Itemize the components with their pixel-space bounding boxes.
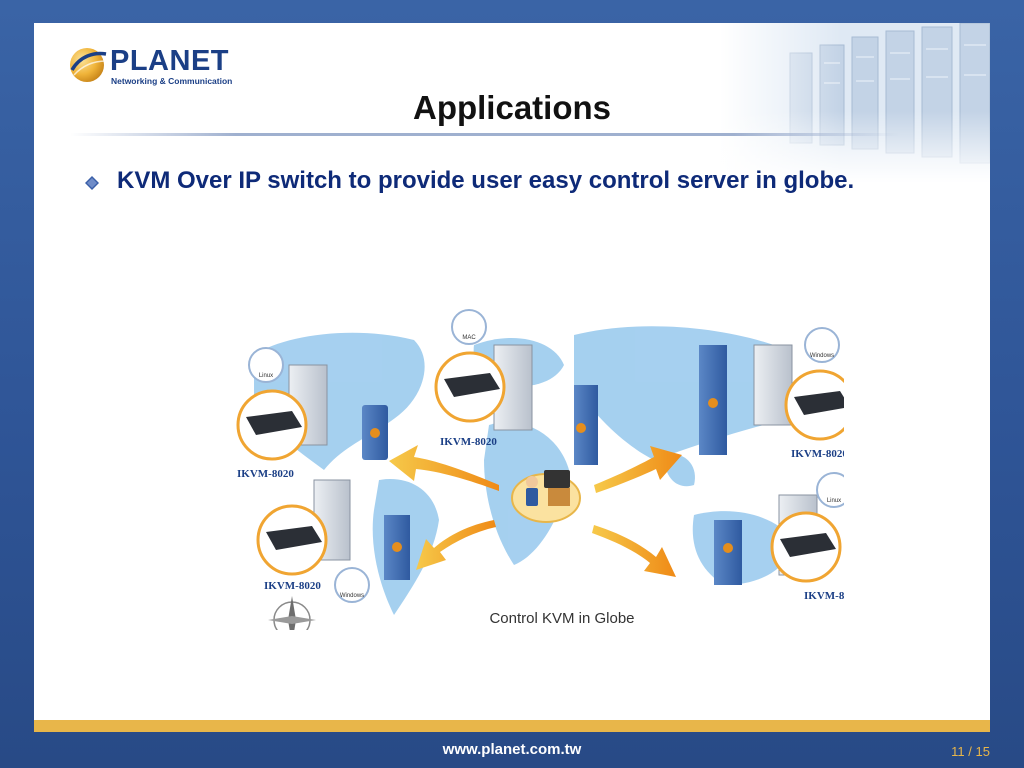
kvm-switch-devices <box>246 373 844 557</box>
title-divider <box>70 133 900 136</box>
device-label: IKVM-8020 <box>440 436 497 448</box>
page-number: 11 / 15 <box>951 744 990 759</box>
device-label: IKVM-8020 <box>237 468 294 480</box>
page-total: 15 <box>975 744 990 759</box>
footer-accent-bar <box>34 720 990 732</box>
logo-subtitle: Networking & Communication <box>111 76 233 86</box>
kvm-globe-diagram: IKVM-8020 IKVM-8020 IKVM-8020 IKVM-8020 … <box>236 309 844 630</box>
footer-url: www.planet.com.tw <box>442 741 582 758</box>
planet-globe-icon <box>70 48 107 82</box>
windows-os-label: Windows <box>810 353 834 359</box>
planet-logo: PLANET Networking & Communication <box>68 43 232 87</box>
page-separator: / <box>968 744 972 759</box>
operator-workstation-icon <box>511 470 581 523</box>
logo-wordmark: PLANET <box>110 45 229 77</box>
compass-rose-icon <box>268 596 316 630</box>
slide-title: Applications <box>412 89 612 126</box>
windows-os-label: Windows <box>340 593 364 599</box>
device-label: IKVM-8020 <box>264 580 321 592</box>
linux-os-label: Linux <box>827 498 841 504</box>
device-label: IKVM-8020 <box>791 448 844 460</box>
page-current: 11 <box>951 744 965 759</box>
bullet-item: KVM Over IP switch to provide user easy … <box>117 167 855 194</box>
diagram-caption: Control KVM in Globe <box>489 610 634 627</box>
diamond-bullet-icon <box>85 176 99 190</box>
server-room-image <box>720 23 990 183</box>
slide: PLANET Networking & Communication Applic… <box>34 23 990 720</box>
linux-os-label: Linux <box>259 373 273 379</box>
mac-os-label: MAC <box>462 335 476 341</box>
os-badges <box>248 309 844 603</box>
direction-arrows <box>389 445 682 577</box>
device-label: IKVM-8020 <box>804 590 844 602</box>
